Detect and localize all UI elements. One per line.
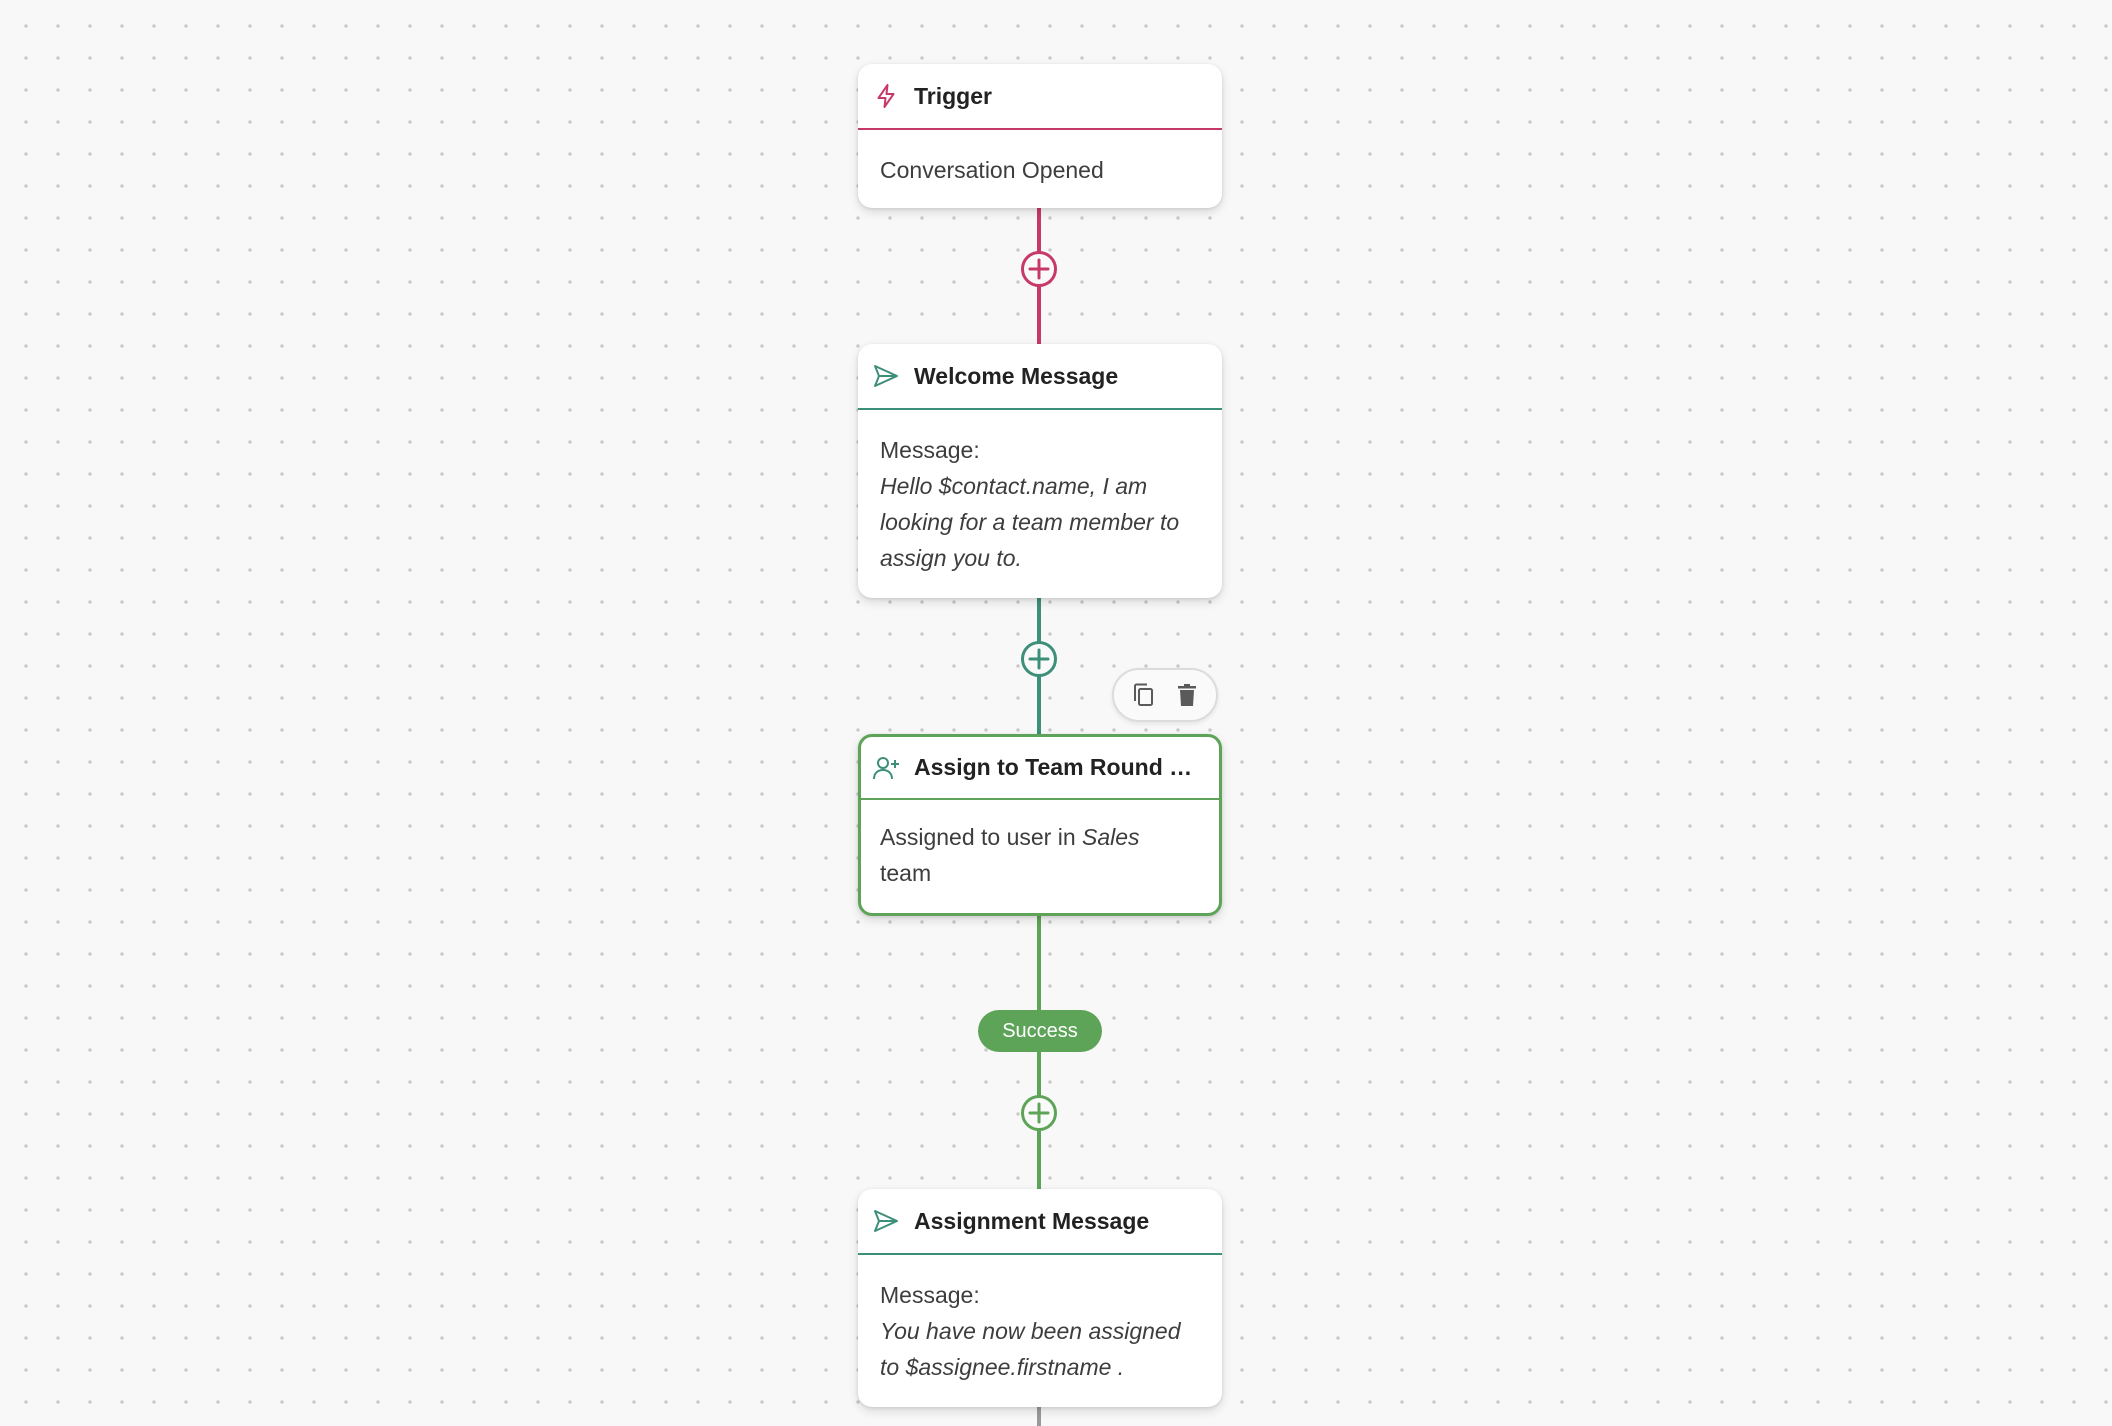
assign-text: Assigned to user in [880,824,1083,850]
trash-icon[interactable] [1171,679,1203,711]
node-header: Welcome Message [858,344,1222,410]
connector-line-end [1037,1405,1041,1426]
assign-text-suffix: team [880,860,932,886]
node-title: Assignment Message [914,1207,1150,1234]
message-text: Hello $contact.name, I am looking for a … [880,473,1180,571]
send-icon [872,1207,900,1235]
plus-icon [1028,258,1050,280]
trigger-event: Conversation Opened [880,157,1104,183]
assign-team-node[interactable]: Assign to Team Round R... Assigned to us… [858,734,1222,916]
node-title: Welcome Message [914,362,1119,389]
node-body: Message: You have now been assigned to $… [858,1255,1222,1407]
team-name: Sales [1082,824,1140,850]
copy-icon[interactable] [1127,679,1159,711]
message-label: Message: [880,437,980,463]
assignment-message-node[interactable]: Assignment Message Message: You have now… [858,1189,1222,1407]
node-title: Trigger [914,82,992,109]
message-text: You have now been assigned to $assignee.… [880,1318,1181,1380]
node-header: Trigger [858,64,1222,130]
plus-icon [1028,1102,1050,1124]
node-title: Assign to Team Round R... [914,754,1201,780]
user-plus-icon [872,754,900,782]
welcome-message-node[interactable]: Welcome Message Message: Hello $contact.… [858,344,1222,598]
add-step-button[interactable] [1021,251,1057,287]
trigger-node[interactable]: Trigger Conversation Opened [858,64,1222,208]
node-body: Assigned to user in Sales team [861,800,1219,910]
node-body: Conversation Opened [858,130,1222,208]
connector-line-assign [1037,916,1041,1192]
node-header: Assign to Team Round R... [861,737,1219,800]
success-badge: Success [978,1010,1102,1052]
add-step-button[interactable] [1021,641,1057,677]
node-header: Assignment Message [858,1189,1222,1255]
send-icon [872,362,900,390]
plus-icon [1028,648,1050,670]
lightning-icon [872,82,900,110]
node-body: Message: Hello $contact.name, I am looki… [858,410,1222,598]
message-label: Message: [880,1282,980,1308]
node-toolbar [1112,668,1218,722]
add-step-button[interactable] [1021,1095,1057,1131]
